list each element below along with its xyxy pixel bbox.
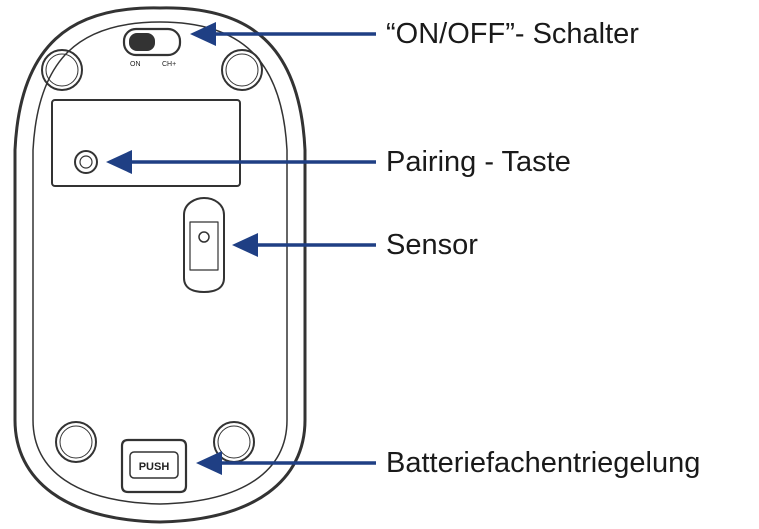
callout-arrows bbox=[106, 22, 376, 475]
foot-bottom-right-inner bbox=[217, 425, 251, 459]
sensor-housing bbox=[183, 197, 225, 293]
foot-top-right bbox=[221, 49, 263, 91]
battery-cover-panel bbox=[51, 99, 241, 187]
push-button-housing[interactable] bbox=[120, 438, 188, 494]
sensor-lens bbox=[198, 231, 210, 243]
foot-top-left bbox=[41, 49, 83, 91]
switch-marking-left: ON bbox=[130, 61, 141, 68]
power-switch-knob bbox=[129, 33, 155, 51]
arrow-sensor-head bbox=[232, 233, 258, 257]
foot-bottom-left bbox=[55, 421, 97, 463]
sensor-inner bbox=[189, 221, 219, 271]
label-sensor: Sensor bbox=[386, 229, 478, 261]
arrow-battery-head bbox=[196, 451, 222, 475]
foot-top-right-inner bbox=[225, 53, 259, 87]
label-power-switch: “ON/OFF”- Schalter bbox=[386, 18, 639, 50]
mouse-bottom-view bbox=[13, 6, 307, 524]
pairing-button[interactable] bbox=[74, 150, 98, 174]
label-pairing-button: Pairing - Taste bbox=[386, 146, 571, 178]
label-battery-release: Batteriefachentriegelung bbox=[386, 447, 701, 479]
power-switch-housing[interactable] bbox=[122, 27, 182, 57]
pairing-button-inner bbox=[79, 155, 93, 169]
switch-marking-right: CH+ bbox=[162, 61, 176, 68]
foot-bottom-left-inner bbox=[59, 425, 93, 459]
arrow-switch-head bbox=[190, 22, 216, 46]
push-button-inner bbox=[129, 451, 179, 479]
foot-top-left-inner bbox=[45, 53, 79, 87]
push-button-label: PUSH bbox=[139, 461, 170, 473]
mouse-inner-rim bbox=[32, 21, 288, 505]
mouse-outer-shell bbox=[13, 6, 307, 524]
arrow-pairing-head bbox=[106, 150, 132, 174]
